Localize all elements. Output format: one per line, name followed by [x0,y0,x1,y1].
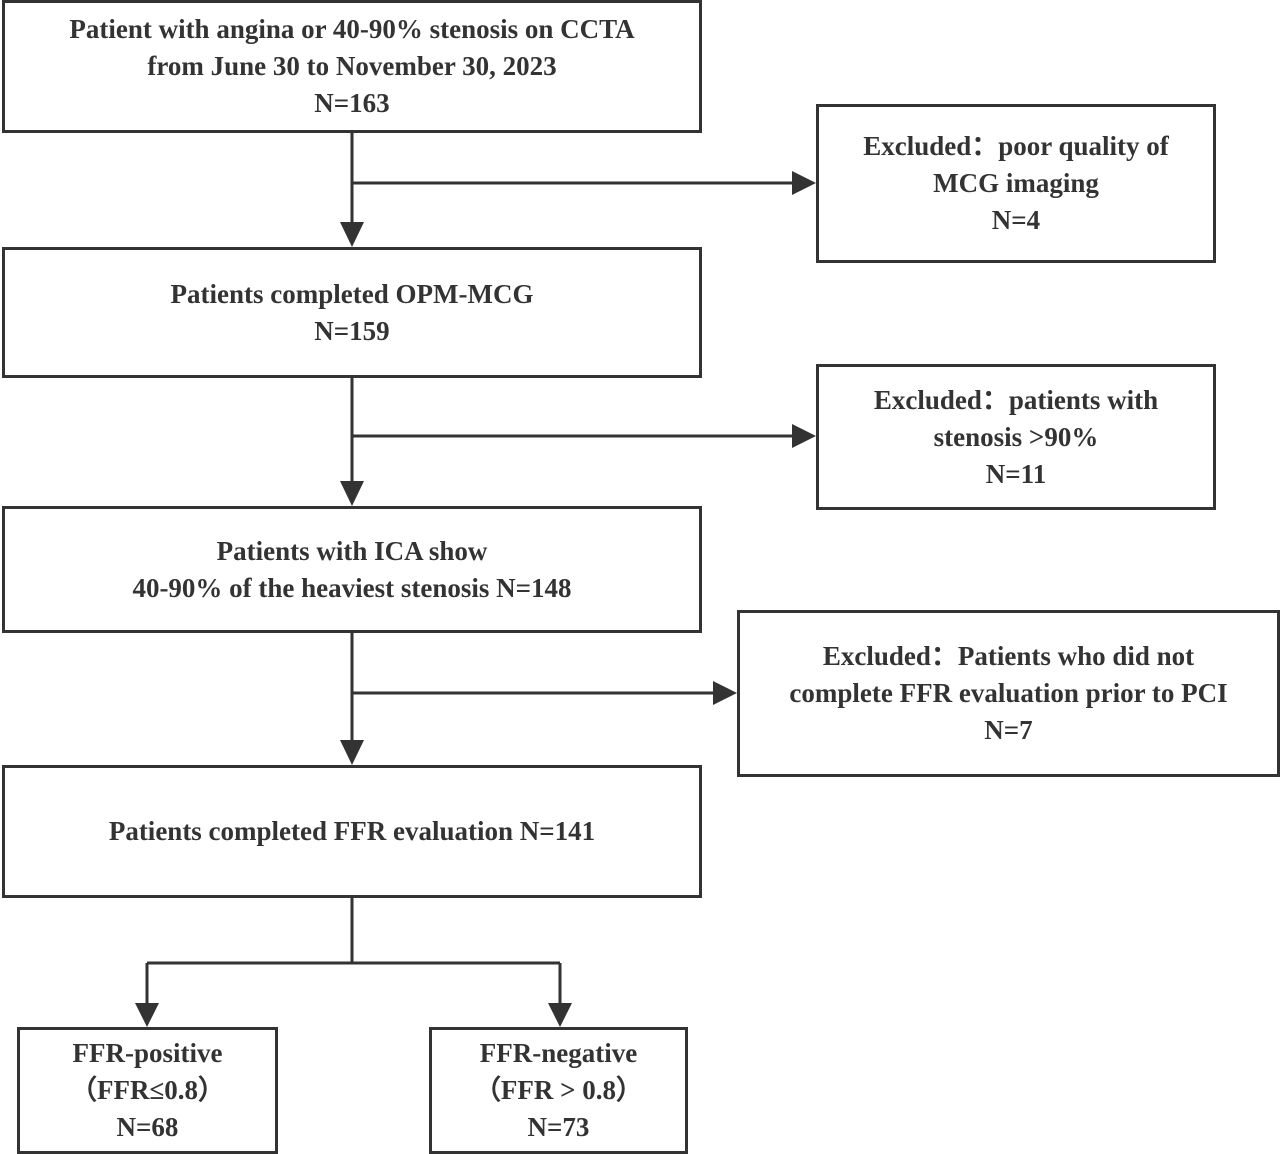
ica-label: Patients with ICA show [216,535,488,566]
exclusion-count: N=11 [985,458,1047,489]
enrollment-period: from June 30 to November 30, 2023 [147,51,557,81]
ffr-negative-count: N=73 [527,1112,590,1142]
exclusion-count: N=7 [984,715,1033,745]
exclusion-reason: Excluded：poor quality of [863,131,1169,161]
ffr-evaluation-label: Patients completed FFR evaluation N=141 [108,816,596,846]
ffr-positive-threshold: （FFR≤0.8） [69,1075,226,1105]
arrowhead-opm-to-ica [340,481,364,506]
arrowhead-exclusion2 [792,424,816,448]
arrowhead-start-to-opm [340,222,364,247]
exclusion-box-ffr-missing: Excluded：Patients who did not complete F… [737,610,1280,777]
ffr-negative-threshold: （FFR > 0.8） [473,1075,644,1105]
enrollment-count: N=163 [314,88,390,118]
opm-mcg-box: Patients completed OPM-MCG N=159 [2,247,702,378]
exclusion-box-stenosis: Excluded：patients with stenosis >90% N=1… [816,364,1216,510]
exclusion-reason: Excluded：patients with [873,384,1159,415]
exclusion-reason-cont: complete FFR evaluation prior to PCI [789,678,1228,708]
exclusion-count: N=4 [991,205,1041,235]
ffr-positive-label: FFR-positive [72,1038,223,1068]
arrowhead-exclusion1 [792,171,816,195]
enrollment-criteria: Patient with angina or 40-90% stenosis o… [69,14,635,44]
ica-count: 40-90% of the heaviest stenosis N=148 [132,572,572,603]
ffr-negative-box: FFR-negative （FFR > 0.8） N=73 [429,1027,688,1154]
ica-box: Patients with ICA show 40-90% of the hea… [2,506,702,633]
arrowhead-exclusion3 [713,681,737,705]
enrollment-box: Patient with angina or 40-90% stenosis o… [2,0,702,133]
arrowhead-negative [548,1003,572,1027]
exclusion-reason-cont: MCG imaging [933,168,1099,198]
arrowhead-ica-to-ffr [340,740,364,765]
exclusion-reason-cont: stenosis >90% [933,421,1099,452]
ffr-evaluation-box: Patients completed FFR evaluation N=141 [2,765,702,898]
ffr-positive-box: FFR-positive （FFR≤0.8） N=68 [17,1027,278,1154]
arrowhead-positive [135,1003,159,1027]
ffr-negative-label: FFR-negative [479,1038,638,1068]
opm-mcg-count: N=159 [314,315,390,346]
ffr-positive-count: N=68 [116,1112,179,1142]
opm-mcg-label: Patients completed OPM-MCG [170,278,534,309]
exclusion-reason: Excluded：Patients who did not [822,641,1195,671]
exclusion-box-mcg-quality: Excluded：poor quality of MCG imaging N=4 [816,104,1216,263]
